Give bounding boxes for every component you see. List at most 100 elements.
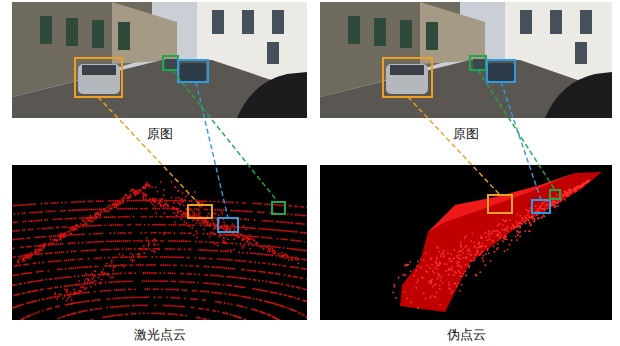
lidar-point <box>110 200 112 202</box>
lidar-point <box>12 295 13 297</box>
lidar-point <box>34 300 36 302</box>
lidar-point <box>280 204 282 206</box>
lidar-point <box>62 277 64 279</box>
lidar-point <box>64 294 66 296</box>
lidar-point <box>240 277 242 279</box>
lidar-point <box>197 265 199 267</box>
lidar-point <box>185 240 187 242</box>
lidar-point <box>157 313 159 315</box>
lidar-point <box>196 208 198 210</box>
lidar-point <box>73 284 75 286</box>
lidar-point <box>67 294 69 296</box>
window <box>272 10 284 34</box>
lidar-point <box>33 313 35 315</box>
lidar-point <box>165 305 167 307</box>
lidar-point <box>29 237 31 239</box>
lidar-point <box>221 292 223 294</box>
lidar-point <box>91 300 93 302</box>
lidar-point <box>273 246 275 248</box>
lidar-point <box>114 200 116 202</box>
lidar-point <box>286 239 288 241</box>
lidar-point <box>27 291 29 293</box>
lidar-point <box>124 232 126 234</box>
lidar-point <box>269 212 271 214</box>
lidar-point <box>264 271 266 273</box>
lidar-point <box>118 232 120 234</box>
lidar-point <box>141 296 143 298</box>
lidar-point <box>97 299 99 301</box>
lidar-point <box>152 224 154 226</box>
lidar-point <box>88 219 90 221</box>
lidar-point <box>160 224 162 226</box>
lidar-point <box>49 252 51 254</box>
lidar-point <box>202 290 204 292</box>
lidar-point <box>174 256 176 258</box>
window <box>400 20 412 48</box>
lidar-point <box>284 294 286 296</box>
lidar-point <box>141 240 143 242</box>
lidar-point <box>167 264 169 266</box>
lidar-point <box>65 294 67 296</box>
lidar-point <box>123 240 125 242</box>
lidar-point <box>291 296 293 298</box>
lidar-point <box>55 235 57 237</box>
lidar-point <box>79 217 81 219</box>
lidar-point <box>228 285 230 287</box>
lidar-point <box>140 224 142 226</box>
lidar-point <box>167 248 169 250</box>
lidar-point <box>70 209 72 211</box>
lidar-point <box>198 249 200 251</box>
lidar-point <box>225 293 227 295</box>
lidar-point <box>227 313 229 315</box>
lidar-point <box>257 289 259 291</box>
lidar-point <box>36 280 38 282</box>
lidar-point <box>125 264 127 266</box>
lidar-point <box>25 221 27 223</box>
lidar-point <box>31 254 33 256</box>
lidar-point <box>250 252 252 254</box>
lidar-point <box>121 314 123 316</box>
lidar-point <box>272 248 274 250</box>
lidar-point <box>84 275 86 277</box>
lidar-point <box>257 245 259 247</box>
lidar-point <box>248 238 250 240</box>
lidar-point <box>184 289 186 291</box>
car <box>473 59 485 69</box>
lidar-point <box>149 216 151 218</box>
lidar-point <box>270 272 272 274</box>
lidar-point <box>219 301 221 303</box>
lidar-point <box>125 313 127 315</box>
lidar-point <box>23 221 25 223</box>
lidar-point <box>265 237 267 239</box>
lidar-point <box>262 246 264 248</box>
lidar-point <box>51 252 53 254</box>
lidar-point <box>241 235 243 237</box>
lidar-point <box>162 256 164 258</box>
car-window <box>82 65 116 75</box>
lidar-point <box>213 283 215 285</box>
lidar-point <box>91 249 93 251</box>
lidar-point <box>231 303 233 305</box>
lidar-point <box>20 283 22 285</box>
lidar-point <box>49 235 51 237</box>
lidar-point <box>19 264 21 266</box>
lidar-point <box>172 313 174 315</box>
lidar-point <box>248 227 250 229</box>
lidar-point <box>36 220 38 222</box>
lidar-point <box>191 200 193 202</box>
lidar-point <box>270 315 272 317</box>
lidar-point <box>277 319 279 320</box>
lidar-point <box>294 297 296 299</box>
lidar-point <box>296 286 298 288</box>
lidar-point <box>217 311 219 313</box>
lidar-point <box>280 221 282 223</box>
lidar-point <box>109 207 111 209</box>
lidar-point <box>24 282 26 284</box>
lidar-point <box>178 200 180 202</box>
lidar-point <box>117 297 119 299</box>
lidar-point <box>90 274 92 276</box>
lidar-point <box>274 282 276 284</box>
lidar-point <box>113 248 115 250</box>
lidar-point <box>72 259 74 261</box>
lidar-point <box>66 285 68 287</box>
